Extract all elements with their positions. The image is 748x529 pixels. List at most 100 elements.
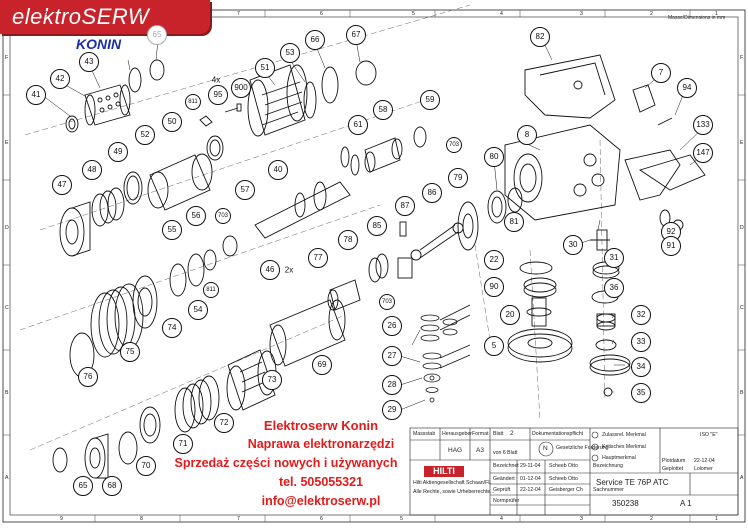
row3-parts xyxy=(69,201,479,378)
tb-von-blatt: von 6 Blatt xyxy=(493,450,518,456)
border-letter: D xyxy=(740,225,744,231)
part-callout: 31 xyxy=(604,248,624,268)
tb-zulassrel: Zulassrel. Merkmal xyxy=(602,432,646,438)
part-callout: 75 xyxy=(120,342,140,362)
inner-frame xyxy=(9,16,739,516)
promo-overlay: Elektroserw Konin Naprawa elektronarzędz… xyxy=(175,416,406,511)
part-callout: 57 xyxy=(235,180,255,200)
part-callout: 46 xyxy=(260,260,280,280)
part-callout: 82 xyxy=(530,27,550,47)
part-callout: 79 xyxy=(448,168,468,188)
part-callout: 28 xyxy=(382,375,402,395)
part-callout: 47 xyxy=(52,175,72,195)
part-callout: 55 xyxy=(162,220,182,240)
part-callout: 72 xyxy=(214,413,234,433)
part-callout: 703 xyxy=(215,208,231,224)
part-callout: 90 xyxy=(484,277,504,297)
tb-n-mark: N xyxy=(543,445,548,452)
quantity-label: 4x xyxy=(211,75,221,85)
border-num-bottom: 3 xyxy=(580,516,583,522)
part-callout: 900 xyxy=(231,78,251,98)
part-callout: 34 xyxy=(631,357,651,377)
tb-date2: 01-12-04 xyxy=(520,476,541,482)
tb-bezeichnet: Bezeichnet xyxy=(493,463,519,469)
part-callout: 36 xyxy=(604,278,624,298)
tb-gesetzliche: Gesetzliche Forderung xyxy=(556,445,609,451)
part-callout: 65 xyxy=(147,25,167,45)
part-callout: 8 xyxy=(517,125,537,145)
promo-sales: Sprzedaż części nowych i używanych xyxy=(174,456,398,470)
part-callout: 94 xyxy=(677,78,697,98)
tb-normpruefer: Normprüfer xyxy=(493,498,520,504)
hilti-logo: HILTI xyxy=(424,466,464,477)
border-letter: B xyxy=(740,390,744,396)
part-callout: 68 xyxy=(102,476,122,496)
part-callout: 703 xyxy=(446,137,462,153)
part-callout: 48 xyxy=(82,160,102,180)
part-callout: 52 xyxy=(135,125,155,145)
border-letter: E xyxy=(740,140,744,146)
border-num-top: 8 xyxy=(140,11,143,17)
part-callout: 66 xyxy=(305,30,325,50)
title-block xyxy=(409,427,739,516)
border-num-bottom: 8 xyxy=(140,516,143,522)
part-callout: 26 xyxy=(382,316,402,336)
tb-hag: HAG xyxy=(448,447,463,454)
part-callout: 71 xyxy=(173,434,193,454)
tb-name3: Geisberger Ch xyxy=(549,487,583,493)
washers xyxy=(420,304,471,403)
part-callout: 91 xyxy=(661,236,681,256)
part-callout: 78 xyxy=(338,230,358,250)
tb-number: 350238 xyxy=(612,499,639,508)
brand-city: KONIN xyxy=(76,36,122,52)
tb-iso: ISO "E" xyxy=(700,432,718,438)
tb-title: Service TE 76P ATC xyxy=(596,478,669,487)
part-callout: 811 xyxy=(203,282,219,298)
part-callout: 65 xyxy=(73,476,93,496)
brand-logo: elektroSERW xyxy=(0,0,210,34)
border-ticks xyxy=(3,10,745,522)
part-callout: 85 xyxy=(367,216,387,236)
part-callout: 147 xyxy=(693,143,713,163)
border-num-bottom: 2 xyxy=(650,516,653,522)
border-letter: B xyxy=(5,390,9,396)
part-callout: 58 xyxy=(373,100,393,120)
tb-geprueft: Geprüft xyxy=(493,487,511,493)
border-num-bottom: 7 xyxy=(237,516,240,522)
part-callout: 76 xyxy=(78,367,98,387)
part-callout: 811 xyxy=(185,94,201,110)
tb-date1: 29-11-04 xyxy=(520,463,541,469)
tb-name1: Scheeb Otto xyxy=(549,463,578,469)
part-callout: 87 xyxy=(395,196,415,216)
border-num-top: 1 xyxy=(715,11,718,17)
part-callout: 42 xyxy=(50,69,70,89)
promo-email: info@elektroserw.pl xyxy=(261,494,381,508)
part-callout: 41 xyxy=(26,85,46,105)
border-num-bottom: 4 xyxy=(500,516,503,522)
border-letter: A xyxy=(5,475,9,481)
border-letter: A xyxy=(740,475,744,481)
part-callout: 43 xyxy=(79,52,99,72)
quantity-label: 2x xyxy=(284,265,294,275)
border-num-top: 6 xyxy=(320,11,323,17)
logo-text: elektroSERW xyxy=(12,4,150,29)
part-callout: 56 xyxy=(186,206,206,226)
border-num-bottom: 6 xyxy=(320,516,323,522)
part-callout: 49 xyxy=(108,142,128,162)
row2-parts xyxy=(59,126,427,271)
part-callout: 22 xyxy=(484,250,504,270)
border-num-top: 5 xyxy=(412,11,415,17)
leader-lines xyxy=(41,39,704,411)
part-callout: 70 xyxy=(136,456,156,476)
dimensions-note: Masse/Dimensions in mm xyxy=(668,15,726,21)
tb-sheet: A 1 xyxy=(680,499,692,508)
part-callout: 50 xyxy=(162,112,182,132)
part-callout: 5 xyxy=(484,336,504,356)
tb-plotdatum: Plotdatum xyxy=(662,458,686,464)
tb-dokumentation: Dokumentationspflicht xyxy=(532,431,584,437)
border-letter: D xyxy=(5,225,9,231)
part-callout: 20 xyxy=(500,305,520,325)
part-callout: 35 xyxy=(631,383,651,403)
tb-plot-user: Lolomer xyxy=(694,466,713,472)
